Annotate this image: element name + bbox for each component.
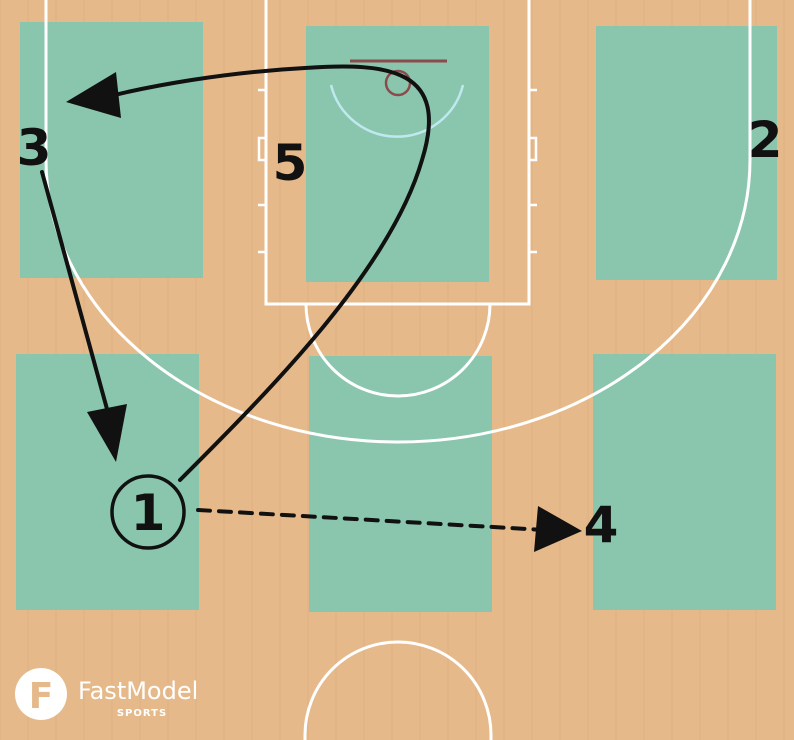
fastmodel-logo-mark: F — [29, 676, 54, 717]
fastmodel-sub-text: SPORTS — [117, 708, 167, 719]
restricted-arc — [329, 84, 465, 138]
zone-top-right — [596, 26, 777, 280]
lane-hash-marks — [257, 88, 538, 254]
player-4-label: 4 — [584, 496, 619, 554]
zones — [16, 22, 777, 612]
arrowhead-cut-3 — [87, 404, 127, 462]
cut-path-1-to-3 — [93, 64, 431, 482]
pass-path-1-to-4 — [196, 508, 547, 532]
ball-handler-ring — [110, 474, 186, 550]
play-actions — [40, 64, 582, 552]
players: 1 2 3 4 5 — [17, 111, 783, 554]
cut-path-3-to-1 — [40, 170, 112, 422]
player-2-label: 2 — [748, 111, 783, 169]
free-throw-circle — [304, 303, 492, 398]
fastmodel-brand-text: FastModel — [78, 677, 198, 705]
player-3-label: 3 — [17, 119, 52, 177]
player-5-label: 5 — [273, 134, 308, 192]
half-court-circle — [303, 640, 493, 740]
fastmodel-logo-icon — [15, 668, 67, 720]
arrowhead-pass — [534, 506, 582, 552]
zone-bottom-left — [16, 354, 199, 610]
arrowhead-cut-1 — [66, 72, 121, 118]
zone-bottom-right — [593, 354, 776, 610]
zone-bottom-center — [309, 356, 492, 612]
zone-top-left — [20, 22, 203, 278]
zone-top-center — [306, 26, 489, 282]
three-point-line — [44, 0, 752, 444]
fastmodel-logo: F FastModel SPORTS — [15, 668, 198, 720]
court-lines — [44, 0, 752, 740]
player-1-label: 1 — [131, 484, 166, 542]
